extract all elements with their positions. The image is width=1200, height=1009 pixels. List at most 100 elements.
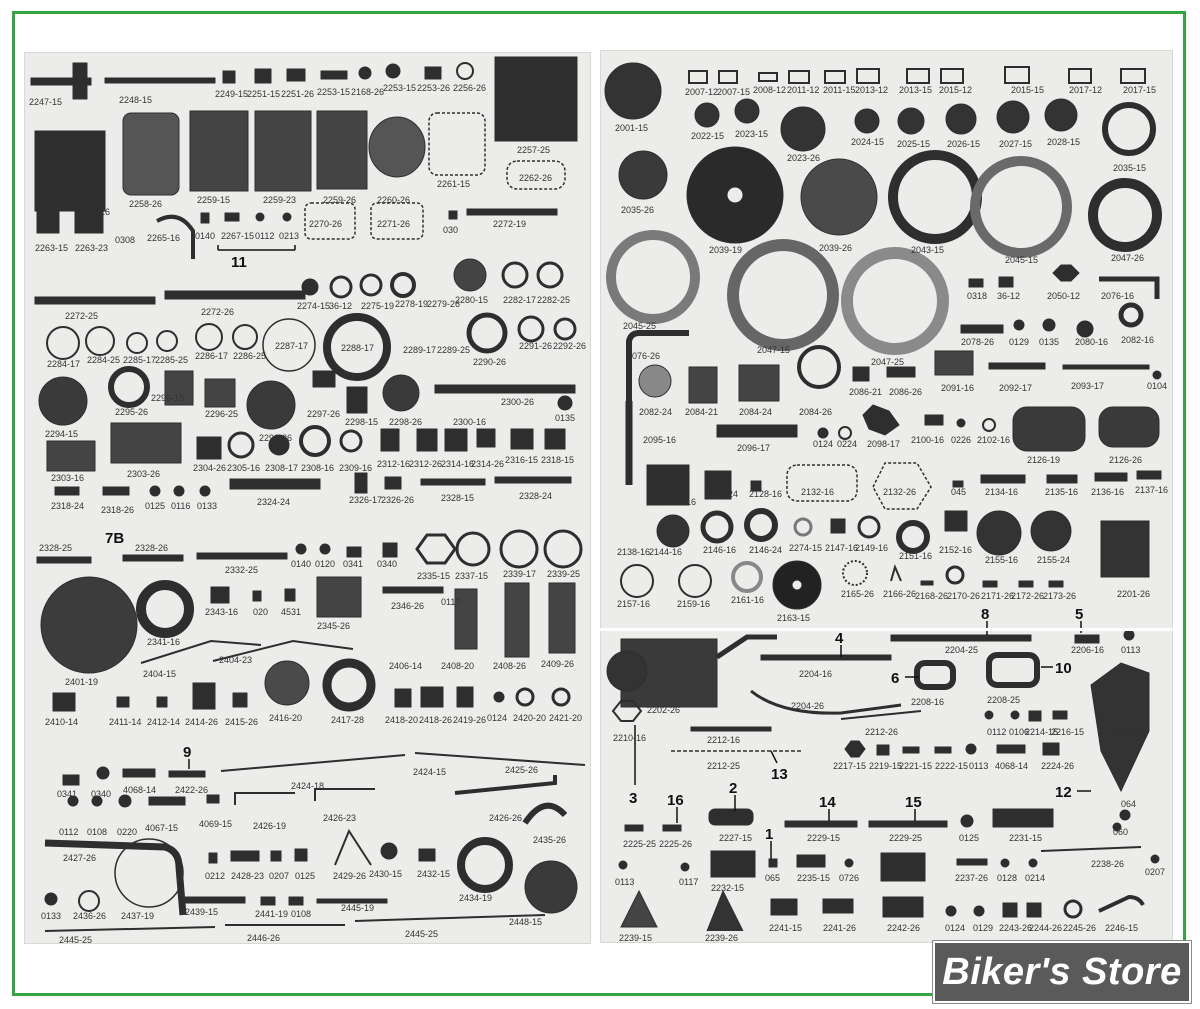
part-number: 2128-16	[749, 489, 782, 499]
part-number: 0120	[315, 559, 335, 569]
part-number: 2304-26	[193, 463, 226, 473]
part-number: 2245-26	[1063, 923, 1096, 933]
part-number: 2401-19	[65, 677, 98, 687]
part-number: 2171-26	[981, 591, 1014, 601]
part-number: 2290-26	[473, 357, 506, 367]
part-number: 2225-26	[659, 839, 692, 849]
part-number: 2166-26	[883, 589, 916, 599]
shaft-part	[466, 208, 558, 216]
part-number: 2232-15	[711, 883, 744, 893]
part-number: 2426-26	[489, 813, 522, 823]
part-number: 0226	[951, 435, 971, 445]
bracket-part	[620, 889, 658, 928]
gear-part	[204, 378, 236, 408]
part-number: 0112	[255, 231, 274, 241]
bolt-part	[1052, 710, 1068, 720]
callout-10: 10	[1055, 660, 1072, 677]
end-cover-part	[368, 116, 426, 178]
part-number: 2134-16	[985, 487, 1018, 497]
part-number: 2296-15	[151, 393, 184, 403]
washer-part	[195, 323, 223, 351]
washer-part	[1152, 370, 1162, 380]
part-number: 2335-15	[417, 571, 450, 581]
part-number: 0308	[115, 235, 135, 245]
part-number: 0117	[441, 597, 460, 607]
callout-14: 14	[819, 794, 836, 811]
bolt-part	[768, 858, 778, 868]
sprocket-part	[854, 108, 880, 134]
cone-part	[706, 889, 744, 932]
part-number: 020	[253, 607, 268, 617]
part-number: 2202-26	[647, 705, 680, 715]
shaft-part	[716, 424, 798, 438]
part-number: 2259-23	[263, 195, 296, 205]
bolt-part	[284, 588, 296, 602]
bracket-part	[522, 802, 568, 825]
part-number: 2091-16	[941, 383, 974, 393]
part-number: 2132-16	[801, 487, 834, 497]
nut-part	[965, 743, 977, 755]
bolt-part	[960, 324, 1004, 334]
part-number: 2275-19	[361, 301, 394, 311]
bolt-part	[418, 848, 436, 862]
part-number: 2300-16	[453, 417, 486, 427]
sprocket-part	[780, 106, 826, 152]
part-number: 2341-16	[147, 637, 180, 647]
ring-part	[390, 272, 416, 298]
part-number: 0220	[117, 827, 137, 837]
bolt-part	[750, 480, 762, 492]
part-number: 2210-16	[613, 733, 646, 743]
ring-part	[731, 561, 763, 593]
clip-part	[890, 564, 902, 582]
fork-part	[1098, 894, 1145, 913]
bolt-part	[662, 824, 682, 832]
part-number: 2165-26	[841, 589, 874, 599]
nut-part	[329, 275, 353, 299]
bush-part	[196, 436, 222, 460]
callout-1: 1	[765, 826, 773, 843]
green-border-frame	[12, 11, 1186, 996]
spring-part	[456, 686, 474, 708]
rod-part	[690, 726, 772, 732]
washer-part	[319, 543, 331, 555]
rod-part	[234, 792, 295, 805]
part-number: 2013-12	[855, 85, 888, 95]
nut-part	[96, 766, 110, 780]
part-number: 0104	[1147, 381, 1167, 391]
sprocket-part	[996, 100, 1030, 134]
part-number: 2426-23	[323, 813, 356, 823]
bush-part	[476, 428, 496, 448]
ring-part	[678, 564, 712, 598]
part-number: 2448-15	[509, 917, 542, 927]
part-number: 0125	[959, 833, 979, 843]
part-number: 0112	[59, 827, 78, 837]
part-number: 2328-26	[135, 543, 168, 553]
part-number: 2445-25	[59, 935, 92, 944]
plate-part	[986, 652, 1040, 688]
hex-nut-part	[611, 700, 643, 722]
gear-part	[38, 376, 88, 426]
rear-sprocket-part	[970, 156, 1072, 258]
cam-part	[862, 404, 900, 436]
bolt-part	[62, 774, 80, 786]
part-number: 2239-15	[619, 933, 652, 943]
bolt-part	[952, 480, 964, 488]
part-number: 2294-15	[45, 429, 78, 439]
part-number: 2436-26	[73, 911, 106, 921]
callout-3: 3	[629, 790, 637, 807]
part-number: 2415-26	[225, 717, 258, 727]
part-number: 2084-24	[739, 407, 772, 417]
part-number: 2425-26	[505, 765, 538, 775]
cable-part	[140, 639, 262, 664]
part-number: 2246-15	[1105, 923, 1138, 933]
part-number: 0341	[57, 789, 77, 799]
part-number: 2219-15	[869, 761, 902, 771]
part-number: 2292-26	[553, 341, 586, 351]
part-number: 2429-26	[333, 871, 366, 881]
ring-part	[499, 529, 539, 569]
part-number: 065	[765, 873, 780, 883]
part-number: 2417-28	[331, 715, 364, 725]
part-number: 0135	[1039, 337, 1059, 347]
part-number: 2332-25	[225, 565, 258, 575]
part-number: 2274-15	[297, 301, 330, 311]
